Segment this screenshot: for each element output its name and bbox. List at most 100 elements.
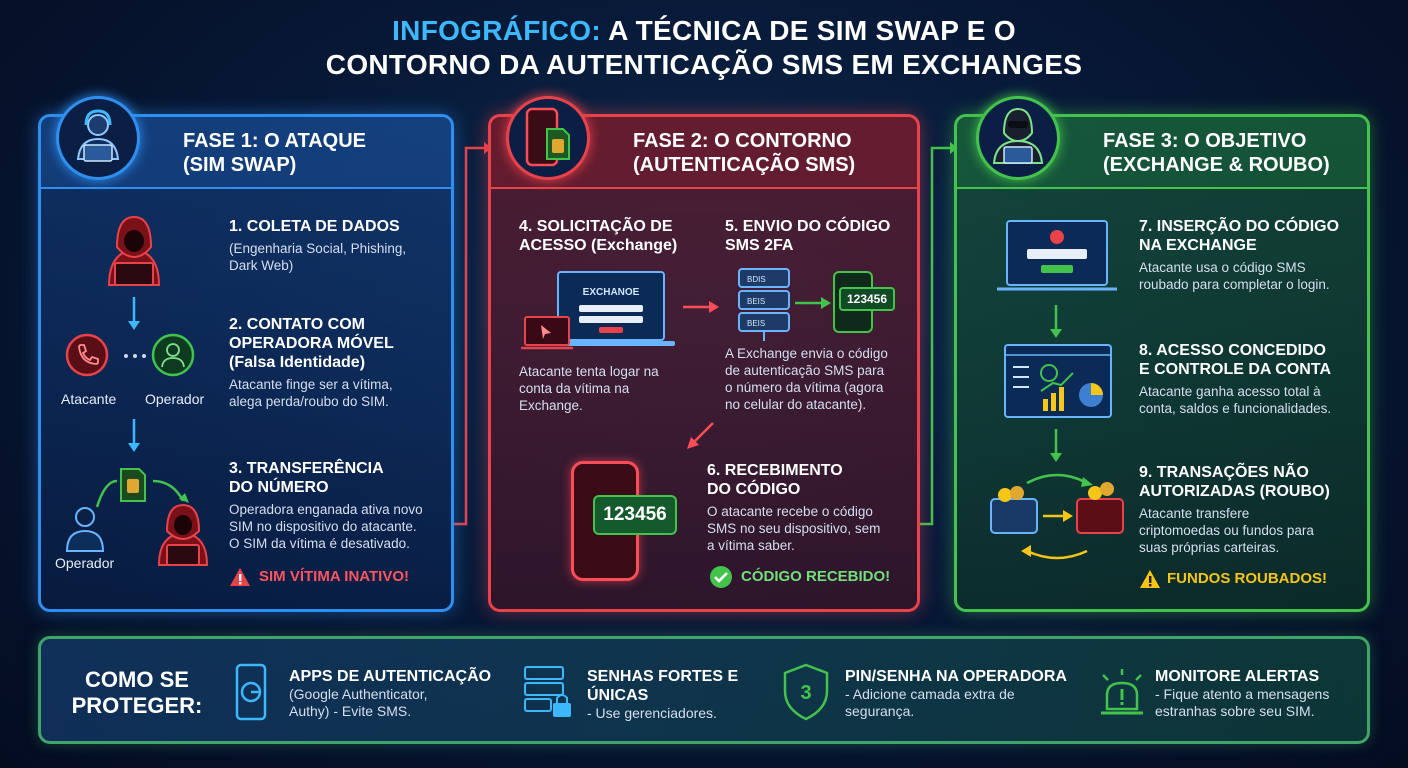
tip-4-title: MONITORE ALERTAS bbox=[1155, 668, 1320, 685]
exchange-screen-label: EXCHANOE bbox=[582, 287, 640, 298]
step-4: 4. SOLICITAÇÃO DE ACESSO (Exchange) bbox=[519, 217, 719, 255]
step-8-desc-1: Atacante ganha acesso total à bbox=[1139, 384, 1321, 399]
title-highlight: INFOGRÁFICO: bbox=[392, 15, 602, 46]
tip-1-desc-1: (Google Authenticator, bbox=[289, 686, 428, 702]
phone-icon bbox=[65, 333, 109, 377]
tip-1-desc-2: Authy) - Evite SMS. bbox=[289, 703, 412, 719]
step-5: 5. ENVIO DO CÓDIGO SMS 2FA bbox=[725, 217, 915, 255]
step-6-title-2: DO CÓDIGO bbox=[707, 481, 801, 498]
step-2-desc-2: alega perda/roubo do SIM. bbox=[229, 394, 389, 409]
authenticator-app-icon bbox=[235, 663, 267, 721]
dashboard-icon bbox=[1004, 344, 1112, 418]
login-button bbox=[599, 327, 623, 333]
step-8-title-1: 8. ACESSO CONCEDIDO bbox=[1139, 342, 1326, 359]
login-laptop-icon bbox=[997, 220, 1117, 291]
phase-2-status: CÓDIGO RECEBIDO! bbox=[741, 568, 891, 585]
step-9: 9. TRANSAÇÕES NÃO AUTORIZADAS (ROUBO) At… bbox=[1139, 463, 1365, 556]
tip-authenticator: APPS DE AUTENTICAÇÃO (Google Authenticat… bbox=[289, 667, 491, 720]
step-8-desc-2: conta, saldos e funcionalidades. bbox=[1139, 401, 1332, 416]
step-3-desc-1: Operadora enganada ativa novo bbox=[229, 502, 423, 517]
step-6-desc-1: O atacante recebe o código bbox=[707, 504, 873, 519]
step-5-desc-3: o número da vítima (agora bbox=[725, 380, 884, 395]
step-5-desc-1: A Exchange envia o código bbox=[725, 346, 888, 361]
step-7-desc-2: roubado para completar o login. bbox=[1139, 277, 1330, 292]
hacker-2-icon bbox=[157, 503, 209, 566]
phone-sim-icon bbox=[525, 107, 570, 167]
step-4-title-2: ACESSO (Exchange) bbox=[519, 237, 678, 254]
step-1-title: 1. COLETA DE DADOS bbox=[229, 218, 400, 235]
step-9-desc-3: suas próprias carteiras. bbox=[1139, 540, 1280, 555]
arrow-down-8-9 bbox=[1050, 429, 1062, 462]
phase-3-head-icon bbox=[976, 96, 1060, 180]
exchange-laptop: EXCHANOE bbox=[557, 271, 665, 341]
operator-label: Operador bbox=[145, 391, 205, 407]
phase-2-title: FASE 2: O CONTORNO bbox=[633, 130, 852, 152]
phase-3-title: FASE 3: O OBJETIVO bbox=[1103, 130, 1307, 152]
phase-1-warning: SIM VÍTIMA INATIVO! bbox=[259, 568, 409, 585]
tip-3-desc-2: segurança. bbox=[845, 703, 915, 719]
shield-icon: 3 bbox=[783, 663, 829, 721]
shield-number: 3 bbox=[800, 682, 811, 704]
flow-arrow-2-3 bbox=[920, 142, 958, 526]
step-1: 1. COLETA DE DADOS (Engenharia Social, P… bbox=[229, 217, 449, 274]
login-field-2 bbox=[579, 316, 643, 323]
operator-icon bbox=[151, 333, 195, 377]
step-8: 8. ACESSO CONCEDIDO E CONTROLE DA CONTA … bbox=[1139, 341, 1365, 417]
step-9-desc-1: Atacante transfere bbox=[1139, 506, 1250, 521]
step-4-desc-1: Atacante tenta logar na bbox=[519, 364, 659, 379]
mini-laptop-icon bbox=[521, 316, 573, 350]
step-9-desc-2: criptomoedas ou fundos para bbox=[1139, 523, 1314, 538]
arrow-down-7-8 bbox=[1050, 305, 1062, 338]
server-label-3: BEIS bbox=[747, 319, 765, 328]
hacker-icon bbox=[107, 215, 161, 286]
step-6-title-1: 6. RECEBIMENTO bbox=[707, 462, 843, 479]
tip-4-desc-2: estranhas sobre seu SIM. bbox=[1155, 703, 1315, 719]
tip-2-title-1: SENHAS FORTES E bbox=[587, 668, 739, 685]
tip-passwords: SENHAS FORTES E ÚNICAS - Use gerenciador… bbox=[587, 667, 738, 722]
step-2-desc-1: Atacante finge ser a vítima, bbox=[229, 377, 393, 392]
phase-1-subtitle: (SIM SWAP) bbox=[183, 154, 297, 176]
alarm-light-icon bbox=[1101, 669, 1143, 715]
protection-title-1: COMO SE bbox=[85, 667, 189, 692]
step-9-title-1: 9. TRANSAÇÕES NÃO bbox=[1139, 464, 1309, 481]
tip-3-desc-1: - Adicione camada extra de bbox=[845, 686, 1015, 702]
wallet-transfer-icon bbox=[990, 473, 1124, 560]
step-3-title-1: 3. TRANSFERÊNCIA bbox=[229, 460, 384, 477]
step-2-title-1: 2. CONTATO COM bbox=[229, 316, 365, 333]
tip-monitor-alerts: MONITORE ALERTAS - Fique atento a mensag… bbox=[1155, 667, 1329, 720]
tip-3-title: PIN/SENHA NA OPERADORA bbox=[845, 668, 1067, 685]
step-7-title-2: NA EXCHANGE bbox=[1139, 237, 1257, 254]
phase-3-warning: FUNDOS ROUBADOS! bbox=[1167, 570, 1327, 587]
tip-2-desc-1: - Use gerenciadores. bbox=[587, 705, 717, 721]
step-3-desc-3: O SIM da vítima é desativado. bbox=[229, 536, 410, 551]
phase-1-panel: FASE 1: O ATAQUE (SIM SWAP) 1. COLETA DE… bbox=[38, 114, 454, 612]
step-3-desc-2: SIM no dispositivo do atacante. bbox=[229, 519, 417, 534]
phase-2-subtitle: (AUTENTICAÇÃO SMS) bbox=[633, 154, 856, 176]
tip-2-title-2: ÚNICAS bbox=[587, 687, 649, 704]
arrow-down-1 bbox=[128, 297, 140, 330]
arrow-right-server-phone bbox=[795, 297, 831, 309]
operator-2-label: Operador bbox=[55, 555, 115, 571]
arrow-right-4-5 bbox=[683, 301, 719, 313]
step-1-desc-1: (Engenharia Social, Phishing, bbox=[229, 241, 407, 256]
step-6-desc-3: a vítima saber. bbox=[707, 538, 795, 553]
server-label-1: BDIS bbox=[747, 275, 766, 284]
arrow-down-2 bbox=[128, 419, 140, 452]
tip-1-title: APPS DE AUTENTICAÇÃO bbox=[289, 668, 492, 685]
arrow-diagonal-5-6 bbox=[687, 422, 714, 449]
step-5-desc: A Exchange envia o código de autenticaçã… bbox=[725, 341, 915, 413]
server-icon: BDIS BEIS BEIS bbox=[738, 268, 790, 341]
step-2: 2. CONTATO COM OPERADORA MÓVEL (Falsa Id… bbox=[229, 315, 451, 410]
step-3: 3. TRANSFERÊNCIA DO NÚMERO Operadora eng… bbox=[229, 459, 451, 552]
login-field-1 bbox=[579, 305, 643, 312]
phase-1-title: FASE 1: O ATAQUE bbox=[183, 130, 366, 152]
thief-icon bbox=[992, 107, 1044, 164]
step-6-desc-2: SMS no seu dispositivo, sem bbox=[707, 521, 881, 536]
step-2-title-3: (Falsa Identidade) bbox=[229, 354, 366, 371]
phase-1-head-icon bbox=[56, 96, 140, 180]
title-line1: A TÉCNICA DE SIM SWAP E O bbox=[608, 15, 1016, 46]
step-5-desc-4: no celular do atacante). bbox=[725, 397, 867, 412]
warning-yellow-icon bbox=[1140, 570, 1160, 588]
protection-bar: COMO SE PROTEGER: APPS DE AUTENTICAÇÃO (… bbox=[38, 636, 1370, 744]
step-3-title-2: DO NÚMERO bbox=[229, 479, 329, 496]
